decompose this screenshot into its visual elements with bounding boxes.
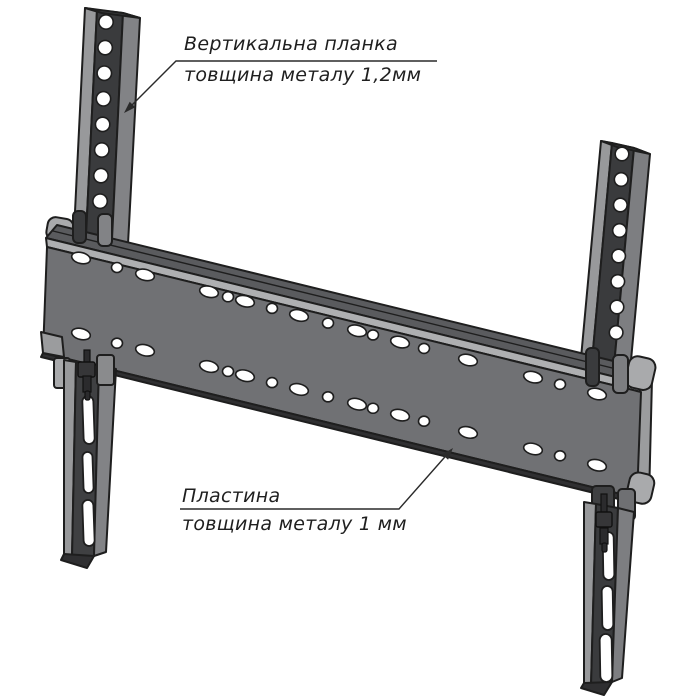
hole (389, 408, 411, 422)
hook-bracket (96, 354, 115, 386)
wall-plate (40, 210, 657, 505)
bar-bottom-tip (580, 681, 613, 696)
label-vertical-bar-line1: Вертикальна планка (184, 33, 398, 55)
callout-plate: Пластина товщина металу 1 мм (180, 448, 453, 535)
locking-screw-tip (84, 390, 91, 401)
hole (92, 193, 109, 210)
hole (417, 342, 431, 355)
hole (288, 308, 310, 323)
upper-left-vertical-bar (73, 7, 141, 245)
hole (553, 450, 567, 462)
locking-screw-shaft (82, 375, 92, 393)
hole (457, 353, 479, 367)
lower-left-vertical-bar (53, 349, 117, 569)
lower-right-vertical-bar (580, 485, 636, 696)
hole (221, 290, 235, 303)
hole (346, 397, 368, 411)
hole (97, 39, 114, 56)
hole (70, 251, 92, 265)
leader-line (180, 449, 452, 510)
hole (70, 327, 92, 341)
hole (611, 222, 628, 239)
plate-front-face (42, 246, 642, 499)
hole (522, 442, 544, 456)
bar-top-cap (84, 7, 141, 19)
hole (522, 370, 544, 384)
hole (234, 369, 256, 383)
hole (614, 146, 630, 162)
hole (586, 458, 608, 472)
hole (389, 335, 411, 349)
bar-holes (608, 146, 630, 341)
bar-hook-tab (97, 213, 113, 247)
hole (611, 248, 627, 264)
hole (94, 116, 111, 133)
hole (265, 302, 279, 315)
hole (586, 387, 608, 401)
hole (110, 261, 124, 274)
adjustment-slot (598, 633, 614, 683)
hole (321, 391, 335, 403)
bar-holes (92, 14, 115, 210)
hole (93, 142, 110, 159)
bar-hook-tab (72, 210, 87, 244)
lip-end-cap-bottom-left (40, 331, 65, 358)
callout-vertical-bar: Вертикальна планка товщина металу 1,2мм (124, 33, 437, 113)
locking-screw-tip (601, 542, 608, 553)
hole (321, 317, 335, 329)
label-plate-line2: товщина металу 1 мм (182, 513, 407, 535)
locking-screw-nut (77, 361, 96, 378)
adjustment-slot (81, 499, 96, 547)
hole (96, 65, 113, 82)
adjustment-slot (600, 585, 615, 631)
arrowhead-icon (442, 448, 453, 460)
bar-hook-tab (612, 354, 629, 394)
hole (609, 299, 625, 315)
hole (198, 359, 220, 374)
hole (457, 425, 479, 440)
locking-screw-shaft (599, 527, 609, 545)
bar-bottom-tip (60, 553, 95, 569)
hole (553, 378, 567, 391)
hole (221, 365, 235, 378)
hole (608, 324, 624, 341)
hole (366, 402, 380, 415)
hole (366, 329, 380, 341)
hole (346, 324, 368, 338)
bar-hook-tab (585, 347, 600, 387)
bar-flange (93, 364, 117, 557)
hole (98, 14, 115, 30)
adjustment-slot (81, 451, 95, 494)
locking-screw (600, 493, 608, 513)
lip-fold-line (52, 230, 646, 377)
hole (288, 382, 310, 397)
hole (265, 376, 279, 389)
upper-right-vertical-bar (579, 140, 651, 383)
hole (110, 337, 124, 349)
hole (417, 415, 431, 428)
hole (610, 273, 626, 290)
hole (613, 171, 629, 188)
plate-mounting-holes (70, 251, 608, 472)
hole (198, 285, 220, 299)
hole (92, 167, 109, 184)
adjustment-slot (81, 395, 96, 445)
leader-line (126, 60, 437, 111)
hole (612, 197, 628, 213)
locking-screw-nut (595, 511, 613, 528)
label-plate-line1: Пластина (182, 485, 280, 507)
hole (234, 294, 256, 308)
hole (134, 268, 156, 282)
hole (134, 343, 156, 357)
label-vertical-bar-line2: товщина металу 1,2мм (184, 64, 421, 86)
arrowhead-icon (124, 101, 136, 113)
hole (95, 90, 112, 107)
